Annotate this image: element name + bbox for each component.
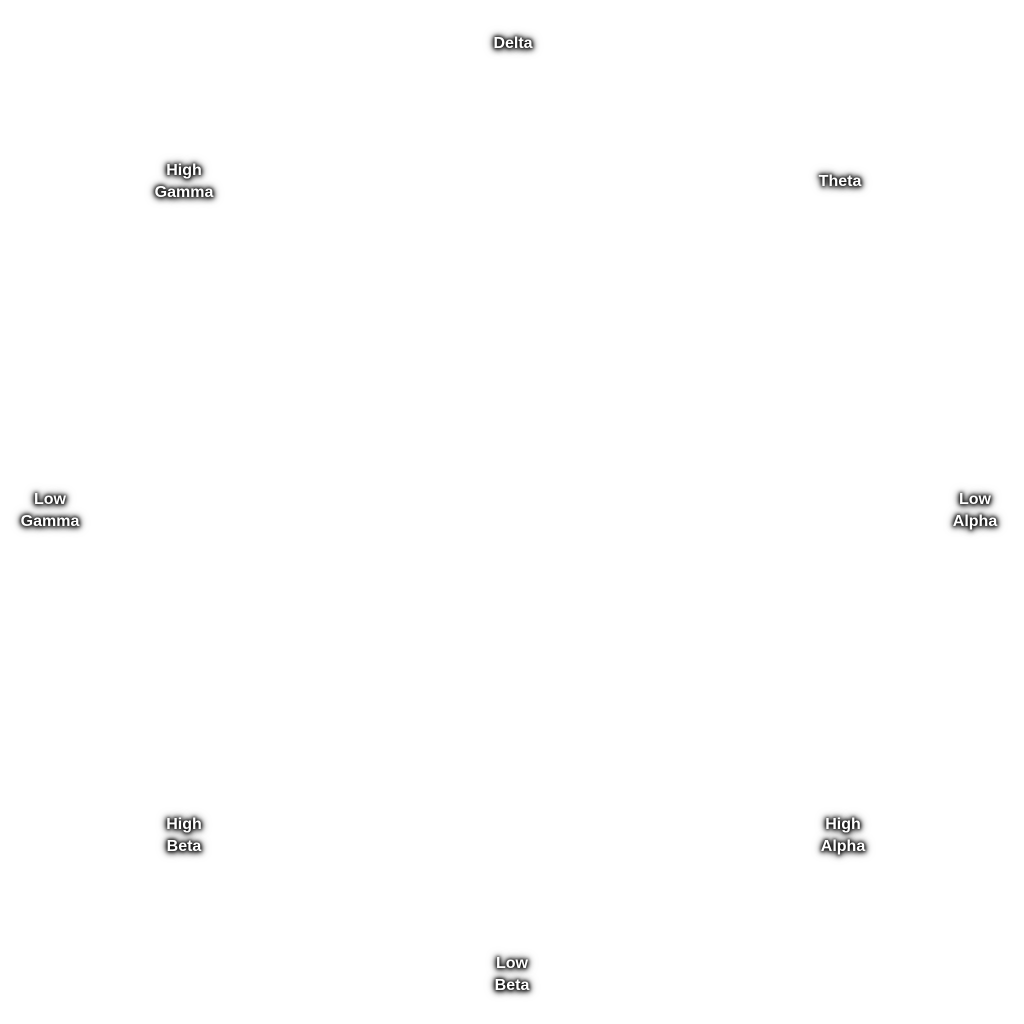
band-label-low-alpha-line1: Low: [958, 491, 991, 508]
band-label-high-beta: High Beta: [166, 814, 202, 858]
band-label-high-gamma-line1: High: [166, 162, 202, 179]
band-label-low-gamma-line2: Gamma: [20, 513, 80, 530]
band-label-delta: Delta: [493, 33, 532, 55]
band-label-high-alpha: High Alpha: [821, 814, 865, 858]
band-label-low-gamma-line1: Low: [33, 491, 66, 508]
band-label-low-beta-line1: Low: [496, 955, 528, 972]
band-label-low-gamma: Low Gamma: [21, 489, 80, 533]
band-label-low-beta-line2: Beta: [494, 977, 530, 994]
band-label-high-alpha-line1: High: [825, 816, 861, 833]
band-label-low-alpha: Low Alpha: [953, 489, 997, 533]
band-label-theta-text: Theta: [818, 173, 862, 190]
band-label-high-beta-line1: High: [166, 816, 202, 833]
band-label-theta: Theta: [819, 171, 862, 193]
band-label-high-alpha-line2: Alpha: [820, 838, 866, 855]
band-label-high-beta-line2: Beta: [166, 838, 202, 855]
band-label-high-gamma-line2: Gamma: [154, 184, 214, 201]
band-label-delta-text: Delta: [493, 35, 533, 52]
band-label-low-alpha-line2: Alpha: [952, 513, 998, 530]
band-label-low-beta: Low Beta: [495, 953, 530, 997]
band-label-high-gamma: High Gamma: [155, 160, 214, 204]
